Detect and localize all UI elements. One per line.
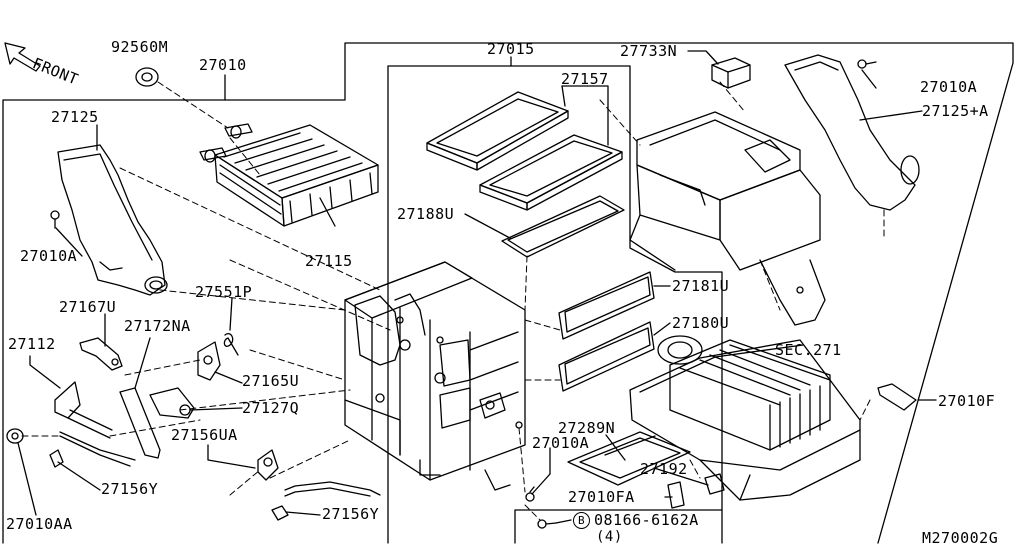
duct-27125-part xyxy=(57,144,168,296)
inner-frame xyxy=(387,65,723,544)
label-27188u: 27188U xyxy=(397,205,455,223)
part-27192 xyxy=(704,473,725,495)
label-27156y-bottom: 27156Y xyxy=(322,505,380,523)
label-27010a-left: 27010A xyxy=(20,247,78,265)
outer-frame xyxy=(2,42,1014,544)
filter-27181u-part xyxy=(558,271,655,340)
duct-27125a-part xyxy=(784,54,920,211)
label-27010a-top: 27010A xyxy=(920,78,978,96)
label-27010fa: 27010FA xyxy=(568,488,635,506)
heater-unit-case-part xyxy=(344,261,526,491)
filter-27157-upper-part xyxy=(426,91,569,171)
lever-27167u-part xyxy=(79,337,123,371)
bracket-27112-part xyxy=(54,381,113,439)
diagram-code: M270002G xyxy=(922,529,999,545)
label-27180u: 27180U xyxy=(672,314,730,332)
label-27112: 27112 xyxy=(8,335,56,353)
link-27165u-part xyxy=(197,341,221,381)
filter-27188u-part xyxy=(501,195,625,258)
label-27156y-left: 27156Y xyxy=(101,480,159,498)
label-27015: 27015 xyxy=(487,40,535,58)
label-27125a: 27125+A xyxy=(922,102,989,120)
label-27010: 27010 xyxy=(199,56,247,74)
grommet-92560m-part xyxy=(135,67,159,87)
dashed-guides xyxy=(21,81,885,521)
label-27192: 27192 xyxy=(640,460,688,478)
cable-27156y-left-part xyxy=(49,431,136,468)
label-27165u: 27165U xyxy=(242,372,300,390)
screw-small-part xyxy=(515,421,523,429)
screw-27010a-top-part xyxy=(857,59,877,69)
front-arrow-icon xyxy=(4,42,41,72)
label-27125: 27125 xyxy=(51,108,99,126)
cable-27156y-lower-part xyxy=(271,481,381,521)
label-27551p: 27551P xyxy=(195,283,253,301)
bolt-frame xyxy=(514,509,723,544)
clip-27010f-part xyxy=(877,383,917,411)
bolt-code: 08166-6162A xyxy=(594,511,699,529)
clip-27010fa-part xyxy=(667,481,685,509)
label-27010a-bottom: 27010A xyxy=(532,434,590,452)
spring-27551p-part xyxy=(223,333,239,356)
bolt-08166-part xyxy=(537,519,557,529)
label-27156ua: 27156UA xyxy=(171,426,238,444)
label-27157: 27157 xyxy=(561,70,609,88)
label-sec271: SEC.271 xyxy=(775,341,842,359)
filter-27157-lower-part xyxy=(479,134,623,211)
label-bolt-qty: (4) xyxy=(596,529,623,545)
screw-27010a-bottom-part xyxy=(525,486,535,502)
label-27733n: 27733N xyxy=(620,42,678,60)
motor-27156ua-part xyxy=(257,449,279,481)
label-27181u: 27181U xyxy=(672,277,730,295)
label-27127q: 27127Q xyxy=(242,399,300,417)
label-92560m: 92560M xyxy=(111,38,169,56)
resistor-27733n-part xyxy=(711,57,751,89)
rod-27172na-part xyxy=(119,387,161,459)
lever-27127q-part xyxy=(149,387,195,419)
leader-lines xyxy=(17,50,937,524)
intake-unit-part xyxy=(629,111,826,326)
grommet-27010aa-part xyxy=(6,428,24,444)
bolt-symbol: B xyxy=(573,512,590,529)
screw-27010a-left-part xyxy=(50,210,60,229)
label-27115: 27115 xyxy=(305,252,353,270)
plate-27289n-part xyxy=(567,431,691,486)
filter-27180u-part xyxy=(558,321,655,392)
label-27167u: 27167U xyxy=(59,298,117,316)
label-27289n: 27289N xyxy=(558,419,616,437)
heater-core-27115-part xyxy=(214,124,379,227)
evaporator-sec271-part xyxy=(669,339,831,451)
label-27172na: 27172NA xyxy=(124,317,191,335)
label-27010aa: 27010AA xyxy=(6,515,73,533)
label-27010f: 27010F xyxy=(938,392,996,410)
